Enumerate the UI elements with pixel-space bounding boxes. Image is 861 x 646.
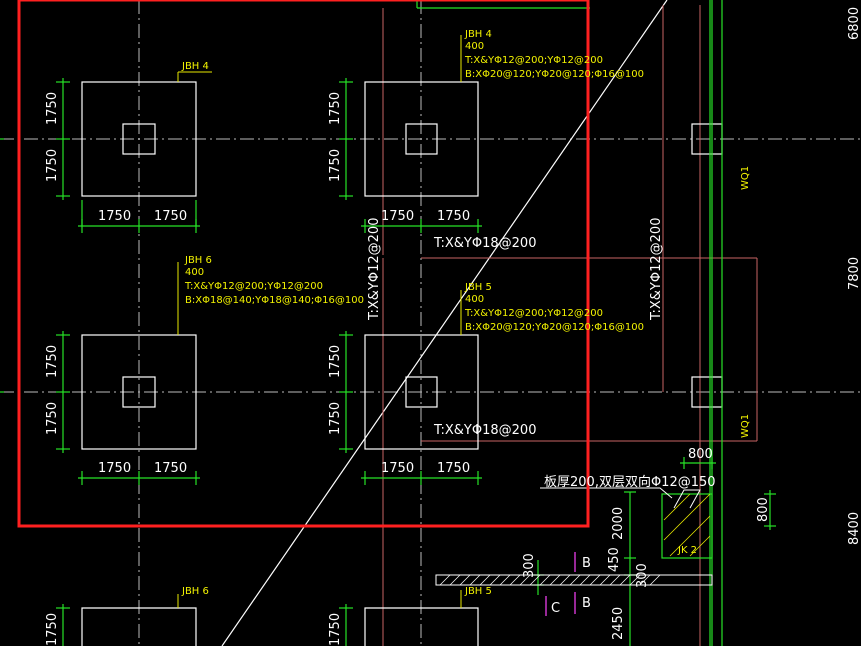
dimension-lines [56,78,776,646]
svg-text:2450: 2450 [611,607,626,640]
wq1-bottom-label: WQ1 [740,414,751,438]
vertical-note-right: T:X&YΦ12@200 [649,218,664,321]
tie-beam-note-bottom: T:X&YΦ18@200 [433,423,536,438]
jbh6-bottom-rebar: B:XΦ18@140;YΦ18@140;Φ16@100 [185,295,364,306]
tie-beam-note-top: T:X&YΦ18@200 [433,236,536,251]
svg-text:1750: 1750 [381,209,414,224]
label-jbh5-middle: JBH 5 [464,282,492,293]
svg-text:1750: 1750 [154,461,187,476]
svg-text:300: 300 [635,563,650,588]
svg-text:1750: 1750 [328,345,343,378]
dimension-texts: 1750 1750 1750 1750 1750 1750 1750 1750 … [45,7,861,646]
svg-text:300: 300 [522,553,537,578]
svg-text:1750: 1750 [45,613,60,646]
selection-rectangle[interactable] [17,0,590,528]
section-c-label: C [551,601,560,616]
wq1-top-label: WQ1 [740,166,751,190]
svg-text:800: 800 [688,447,713,462]
svg-text:8400: 8400 [847,512,861,545]
section-b-label-2: B [582,596,591,611]
section-markers [545,552,576,616]
svg-text:1750: 1750 [45,149,60,182]
jbh5-thickness: 400 [465,294,484,305]
footing-jbh6-left[interactable] [81,334,197,450]
svg-text:450: 450 [607,547,622,572]
right-columns [691,123,723,408]
jbh5-bottom-rebar: B:XΦ20@120;YΦ20@120;Φ16@100 [465,322,644,333]
rebar-note-texts: T:X&YΦ18@200 T:X&YΦ18@200 T:X&YΦ12@200 T… [367,218,716,490]
svg-text:1750: 1750 [437,209,470,224]
jbh4-top-rebar: T:X&YΦ12@200;YΦ12@200 [464,55,603,66]
jbh6-top-rebar: T:X&YΦ12@200;YΦ12@200 [184,281,323,292]
svg-text:1750: 1750 [154,209,187,224]
section-b-label-1: B [582,556,591,571]
svg-text:1750: 1750 [98,209,131,224]
footing-jbh4-left[interactable] [81,81,197,197]
label-jbh4-middle: JBH 4 [464,29,492,40]
footing-jbh5-bottom[interactable] [364,607,479,646]
diagonal-reference-line [221,0,668,646]
label-jbh5-bottom: JBH 5 [464,586,492,597]
svg-text:1750: 1750 [45,402,60,435]
svg-text:6800: 6800 [847,7,861,40]
svg-text:800: 800 [756,497,771,522]
footing-label-texts: JBH 4 JBH 4 400 T:X&YΦ12@200;YΦ12@200 B:… [181,29,644,597]
jbh6-thickness: 400 [185,267,204,278]
slab-note: 板厚200,双层双向Φ12@150 [544,474,716,490]
svg-text:1750: 1750 [381,461,414,476]
svg-text:1750: 1750 [437,461,470,476]
svg-text:7800: 7800 [847,257,861,290]
vertical-note-left: T:X&YΦ12@200 [367,218,382,321]
svg-text:1750: 1750 [328,149,343,182]
jk2-label: JK 2 [677,545,697,556]
label-jbh6-bottom: JBH 6 [181,586,209,597]
footing-jbh4-middle[interactable] [364,81,479,197]
jbh5-top-rebar: T:X&YΦ12@200;YΦ12@200 [464,308,603,319]
label-jbh6-left: JBH 6 [184,255,212,266]
svg-text:1750: 1750 [98,461,131,476]
jbh4-bottom-rebar: B:XΦ20@120;YΦ20@120;Φ16@100 [465,69,644,80]
wall-lines [382,5,758,646]
svg-text:1750: 1750 [328,402,343,435]
svg-text:1750: 1750 [328,613,343,646]
marker-texts: WQ1 WQ1 JK 2 B B C [551,166,751,616]
jk2-detail[interactable] [435,487,713,586]
footing-jbh5-middle[interactable] [364,334,479,450]
leader-lines [177,35,462,608]
svg-text:1750: 1750 [45,345,60,378]
svg-text:1750: 1750 [328,92,343,125]
jbh4-thickness: 400 [465,41,484,52]
svg-text:1750: 1750 [45,92,60,125]
footing-jbh6-bottom[interactable] [81,607,197,646]
label-jbh4-left: JBH 4 [181,61,209,72]
svg-text:2000: 2000 [611,507,626,540]
